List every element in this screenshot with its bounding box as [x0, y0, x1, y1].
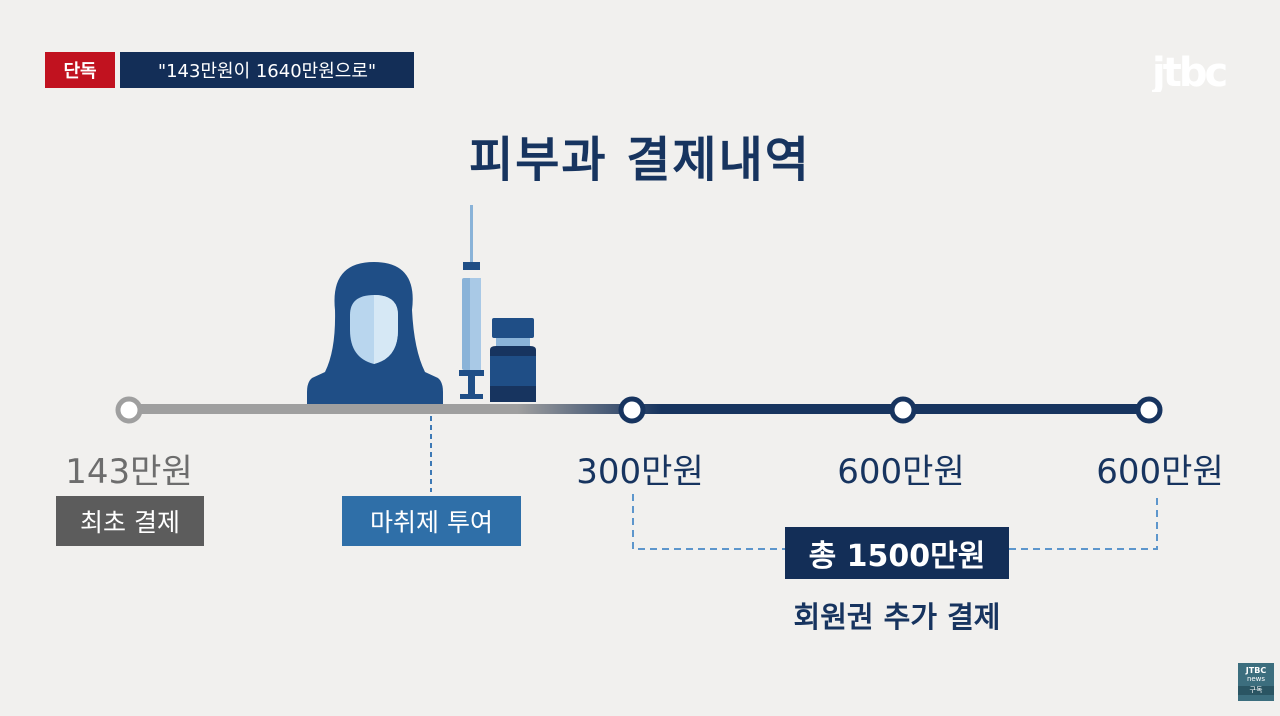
- membership-payment-label: 회원권 추가 결제: [793, 600, 1001, 634]
- news-subscribe-badge[interactable]: JTBC news 구독: [1238, 663, 1274, 701]
- amount-first: 143만원: [65, 452, 193, 492]
- syringe-icon: [459, 205, 484, 399]
- woman-icon: [307, 262, 443, 406]
- exclusive-tag: 단독: [45, 52, 115, 88]
- amount-second: 300만원: [576, 452, 704, 492]
- total-amount-box: 총 1500만원: [785, 527, 1009, 579]
- vial-icon: [490, 318, 536, 402]
- svg-text:jtbc: jtbc: [1152, 50, 1226, 92]
- timeline-dot: [115, 396, 143, 424]
- badge-brand: JTBC: [1245, 666, 1267, 675]
- page-title: 피부과 결제내역: [469, 132, 811, 188]
- badge-subscribe: 구독: [1238, 686, 1274, 695]
- anesthesia-label: 마취제 투여: [342, 496, 521, 546]
- jtbc-logo: jtbc: [1150, 50, 1234, 96]
- timeline-dot: [618, 396, 646, 424]
- timeline-dot: [889, 396, 917, 424]
- amount-fourth: 600만원: [1096, 452, 1224, 492]
- timeline-dot: [1135, 396, 1163, 424]
- headline-tag: "143만원이 1640만원으로": [120, 52, 414, 88]
- first-payment-label: 최초 결제: [56, 496, 204, 546]
- amount-third: 600만원: [837, 452, 965, 492]
- badge-news: news: [1246, 675, 1266, 683]
